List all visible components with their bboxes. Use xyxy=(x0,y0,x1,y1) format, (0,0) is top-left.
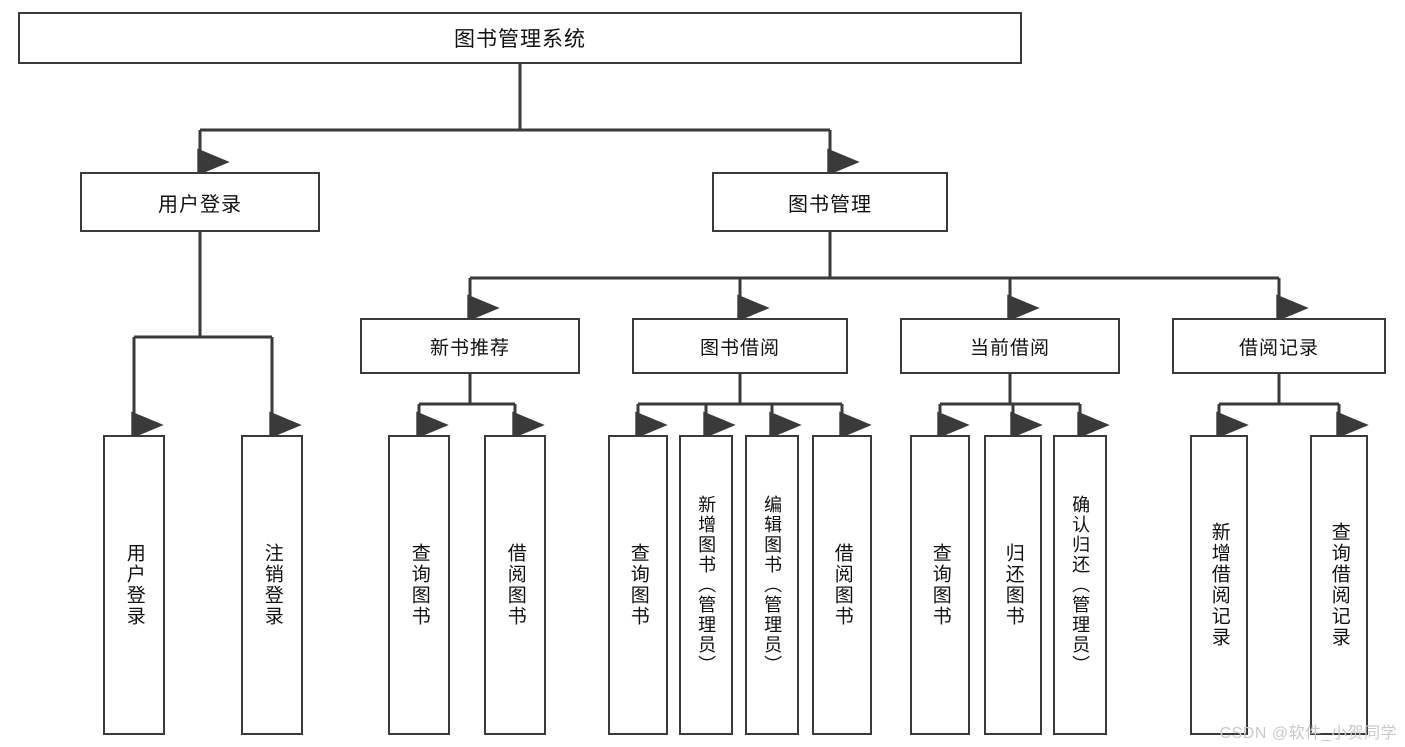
watermark-text: CSDN @软件_小贺同学 xyxy=(1219,725,1397,742)
node-label: 图书借阅 xyxy=(699,337,780,359)
leaf-confirm-return-admin[interactable]: 确认归还（管理员） xyxy=(1053,435,1107,735)
node-user-login[interactable]: 用户登录 xyxy=(80,172,320,232)
node-label: 查询借阅记录 xyxy=(1328,522,1350,648)
node-label: 编辑图书（管理员） xyxy=(762,495,783,675)
leaf-borrow-book[interactable]: 借阅图书 xyxy=(812,435,872,735)
node-root-system[interactable]: 图书管理系统 xyxy=(18,12,1022,64)
node-book-borrow[interactable]: 图书借阅 xyxy=(632,318,848,374)
node-label: 确认归还（管理员） xyxy=(1070,495,1091,675)
node-label: 图书管理系统 xyxy=(454,28,586,51)
node-label: 图书管理 xyxy=(788,193,872,216)
node-new-book-recommend[interactable]: 新书推荐 xyxy=(360,318,580,374)
leaf-query-borrow-record[interactable]: 查询借阅记录 xyxy=(1310,435,1368,735)
node-label: 当前借阅 xyxy=(969,337,1050,359)
leaf-add-borrow-record[interactable]: 新增借阅记录 xyxy=(1190,435,1248,735)
node-label: 查询图书 xyxy=(627,543,649,627)
node-label: 借阅图书 xyxy=(831,543,853,627)
node-label: 归还图书 xyxy=(1002,543,1024,627)
node-current-borrow[interactable]: 当前借阅 xyxy=(900,318,1120,374)
node-label: 借阅图书 xyxy=(504,543,526,627)
node-label: 借阅记录 xyxy=(1238,337,1319,359)
leaf-add-book-admin[interactable]: 新增图书（管理员） xyxy=(679,435,733,735)
leaf-query-book-newbook[interactable]: 查询图书 xyxy=(388,435,450,735)
leaf-user-login[interactable]: 用户登录 xyxy=(103,435,165,735)
node-label: 用户登录 xyxy=(158,193,242,216)
node-book-management[interactable]: 图书管理 xyxy=(712,172,948,232)
leaf-return-book[interactable]: 归还图书 xyxy=(984,435,1042,735)
node-label: 查询图书 xyxy=(929,543,951,627)
leaf-query-book-current[interactable]: 查询图书 xyxy=(910,435,970,735)
leaf-edit-book-admin[interactable]: 编辑图书（管理员） xyxy=(745,435,799,735)
leaf-borrow-book-newbook[interactable]: 借阅图书 xyxy=(484,435,546,735)
node-label: 用户登录 xyxy=(123,543,145,627)
leaf-query-book-borrow[interactable]: 查询图书 xyxy=(608,435,668,735)
node-label: 新增图书（管理员） xyxy=(696,495,717,675)
node-label: 查询图书 xyxy=(408,543,430,627)
node-label: 新书推荐 xyxy=(429,337,510,359)
leaf-logout[interactable]: 注销登录 xyxy=(241,435,303,735)
node-label: 注销登录 xyxy=(261,543,283,627)
node-label: 新增借阅记录 xyxy=(1208,522,1230,648)
node-borrow-record[interactable]: 借阅记录 xyxy=(1172,318,1386,374)
